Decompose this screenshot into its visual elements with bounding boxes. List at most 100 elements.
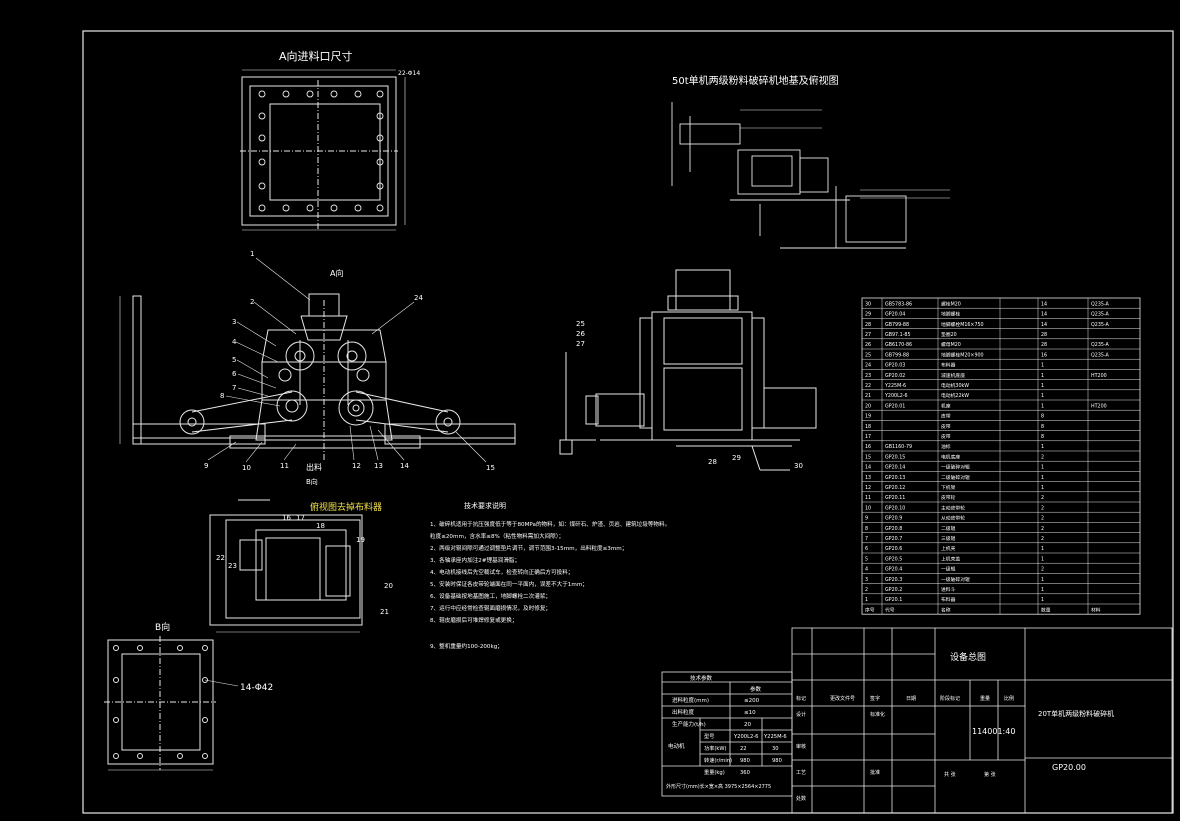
tb-cell: 更改文件号 <box>830 695 855 702</box>
bom-row-cell: GP20.10 <box>885 505 905 511</box>
tb-cell: 共 张 <box>944 771 956 778</box>
bom-row-cell: 减速机底座 <box>941 372 965 379</box>
drawing-name: 设备总图 <box>950 651 986 663</box>
tb-cell: 审核 <box>796 743 806 750</box>
bom-row-cell: 地脚螺栓M16×750 <box>941 321 984 328</box>
tb-cell: 比例 <box>1004 695 1014 702</box>
bom-row-cell: 二级破碎对辊 <box>941 474 970 481</box>
title-block <box>791 627 1173 814</box>
bom-row-cell: 27 <box>865 332 871 338</box>
bom-row-cell: 14 <box>1041 312 1047 318</box>
bom-row-cell: 1 <box>1041 597 1044 603</box>
bom-row-cell: 皮带轮 <box>941 494 956 501</box>
balloon: 2 <box>250 298 254 306</box>
b-view-hole-note: 14-Φ42 <box>240 683 273 693</box>
bom-row-cell: 主动皮带轮 <box>941 504 965 511</box>
balloon: 18 <box>316 522 325 530</box>
balloon: 9 <box>204 462 208 470</box>
bom-row-cell: 3 <box>865 577 868 583</box>
bom-row-cell: 23 <box>865 373 871 379</box>
balloon: 10 <box>242 464 251 472</box>
bom-row-cell: GP20.2 <box>885 587 902 593</box>
bom-row-cell: 21 <box>865 393 871 399</box>
bom-row-cell: 上机壳 <box>941 545 956 552</box>
bom-footer-cell: 序号 <box>865 606 875 613</box>
bom-row-cell: GP20.13 <box>885 475 905 481</box>
bom-row-cell: Y200L2-6 <box>884 393 908 399</box>
bom-row-cell: 22 <box>865 383 871 389</box>
bom-row-cell: 16 <box>1041 352 1047 358</box>
bom-row-cell: 1 <box>1041 465 1044 471</box>
tech-line: 7、运行中应经常检查辊面磨损情况，及时修复； <box>430 604 551 612</box>
bom-row-cell: 4 <box>865 567 868 573</box>
outlet-label: 出料 <box>306 462 322 472</box>
tech-line: 3、各轴承座内加注2#锂基润滑脂； <box>430 556 520 564</box>
bom-row-cell: 二级辊 <box>941 525 956 532</box>
bom-row-cell: 1 <box>1041 383 1044 389</box>
bom-row-cell: 皮带 <box>941 423 951 430</box>
title-block-cells: 标记 设计 更改文件号 签字 日期 标准化 审核 工艺 批准 阶段标记 重量 比… <box>796 695 1014 802</box>
balloon: 15 <box>486 464 495 472</box>
params-col-head: 参数 <box>750 685 762 693</box>
bom-row-cell: 1 <box>1041 475 1044 481</box>
bom-row-cell: 皮带 <box>941 433 951 440</box>
front-view-pulleys <box>179 341 461 435</box>
bom-row-cell: 13 <box>865 475 871 481</box>
bom-row-cell: Q235-A <box>1091 301 1110 307</box>
tech-line: 5、安装时保证各皮带轮端面在同一平面内，误差不大于1mm； <box>430 580 588 588</box>
balloon: 20 <box>384 582 393 590</box>
bom-row-cell: 12 <box>865 485 871 491</box>
balloon: 28 <box>708 458 717 466</box>
bom-row-cell: 垫圈20 <box>941 331 957 338</box>
params-cell: 30 <box>772 746 779 752</box>
params-cell: 20 <box>744 722 751 728</box>
tb-cell: 第 张 <box>984 771 996 778</box>
bom-row-cell: 2 <box>865 587 868 593</box>
bom-row-cell: 2 <box>1041 495 1044 501</box>
bom-footer-cell: 代号 <box>885 606 895 613</box>
bom-row-cell: 29 <box>865 312 871 318</box>
bom-row-cell: 24 <box>865 363 871 369</box>
tb-cell: 批准 <box>870 769 880 776</box>
bom-row-cell: Q235-A <box>1091 352 1110 358</box>
bom-row-cell: Y225M-6 <box>884 383 906 389</box>
bom-frame <box>861 297 1141 615</box>
bom-row-cell: 1 <box>1041 393 1044 399</box>
bom-row-cell: 1 <box>1041 403 1044 409</box>
a-view-hole-note: 22-Φ14 <box>398 70 420 77</box>
bom-footer-cell: 数量 <box>1041 606 1051 613</box>
params-cell: 进料粒度(mm) <box>672 696 709 704</box>
bom-row-cell: 8 <box>1041 424 1044 430</box>
bom-row-cell: 8 <box>865 526 868 532</box>
bom-row-cell: 30 <box>865 301 871 307</box>
bom-row-cell: 2 <box>1041 454 1044 460</box>
bom-row-cell: 下机架 <box>941 484 956 491</box>
params-cell: 型号 <box>704 732 714 740</box>
b-view <box>104 636 239 771</box>
balloon: 8 <box>220 392 224 400</box>
bom-row-cell: GB6170-86 <box>885 342 912 348</box>
balloon: 25 <box>576 320 585 328</box>
bom-row-cell: 28 <box>1041 332 1047 338</box>
b-direction-label: B向 <box>306 477 318 486</box>
bom-row-cell: Q235-A <box>1091 322 1110 328</box>
params-cell: 980 <box>772 758 782 764</box>
tb-cell: 工艺 <box>796 770 806 776</box>
bom-row-cell: GP20.7 <box>885 536 902 542</box>
bom-row-cell: 2 <box>1041 505 1044 511</box>
a-view-bolt-holes <box>258 90 384 212</box>
balloon: 24 <box>414 294 423 302</box>
bom-row-cell: 三级辊 <box>941 535 956 542</box>
tech-line: 9、整机重量约100-200kg； <box>430 642 503 650</box>
bom-row-cell: 14 <box>1041 301 1047 307</box>
bom-row-cell: GB1160-79 <box>885 444 912 450</box>
a-view <box>240 69 406 231</box>
bom-row-cell: Q235-A <box>1091 312 1110 318</box>
tech-line: 4、电动机接线后先空载试车，检查转向正确后方可投料； <box>430 568 573 576</box>
bom-row-cell: HT200 <box>1091 403 1107 409</box>
scale-text: 114001:40 <box>972 727 1015 736</box>
bom-row-cell: 1 <box>1041 444 1044 450</box>
bom-row-cell: 7 <box>865 536 868 542</box>
